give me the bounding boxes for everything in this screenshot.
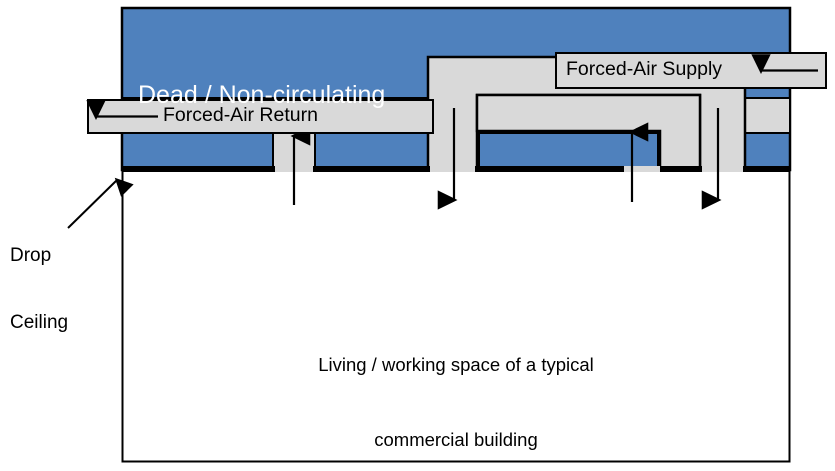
room-description-line2: commercial building — [374, 429, 538, 451]
forced-air-supply-label: Forced-Air Supply — [566, 58, 723, 80]
plenum-title-label: Dead / Non-circulating Airspace — [138, 22, 385, 258]
supply-register-left-opening — [430, 166, 475, 172]
return-grille-right-opening — [624, 166, 660, 172]
drop-ceiling-pointer-arrow — [67, 177, 134, 229]
supply-register-right-opening — [702, 166, 743, 172]
room-description-line1: Living / working space of a typical — [318, 353, 594, 375]
drop-ceiling-label: Drop Ceiling — [10, 200, 68, 379]
plenum-title-line2: Airspace — [138, 169, 236, 198]
plenum-title-line1: Dead / Non-circulating — [138, 81, 386, 109]
forced-air-return-label: Forced-Air Return — [163, 104, 318, 126]
drop-ceiling-line1: Drop — [10, 244, 52, 266]
room-description-label: Living / working space of a typical comm… — [122, 310, 790, 471]
room-body — [121, 169, 791, 463]
drop-ceiling-line2: Ceiling — [10, 312, 69, 334]
